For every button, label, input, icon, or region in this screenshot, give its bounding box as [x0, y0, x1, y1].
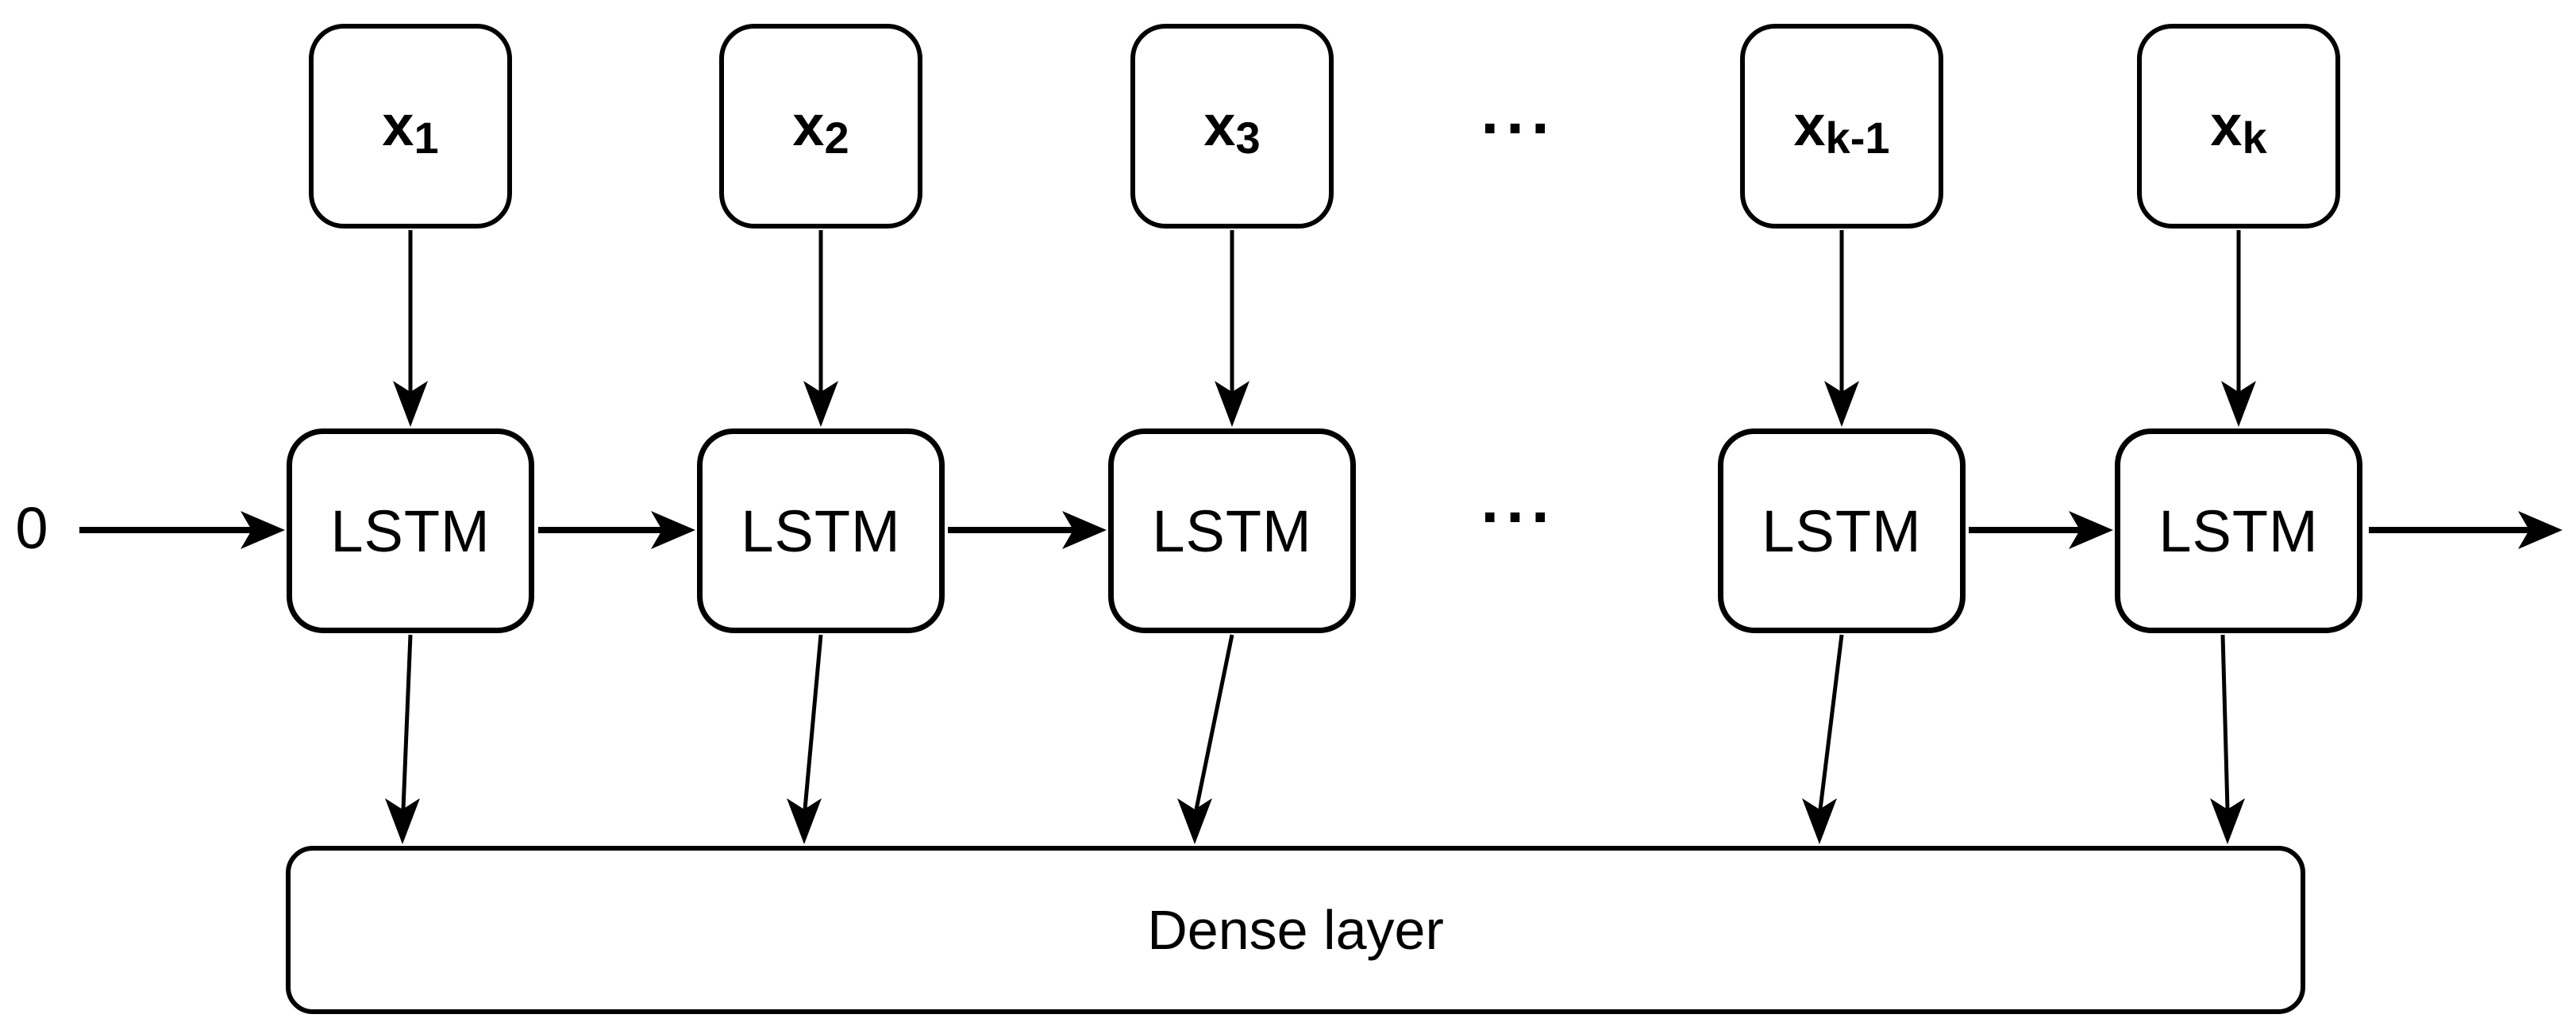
arrow-lstm2-to-dense	[787, 634, 823, 844]
arrow-lstm4-to-lstm5	[1969, 511, 2113, 549]
lstm-label: LSTM	[1152, 498, 1312, 564]
arrow-lstm5-output	[2369, 511, 2563, 549]
arrow-lstm4-to-dense	[1802, 634, 1844, 844]
ellipsis-middle: ...	[1481, 464, 1557, 536]
lstm-box-4: LSTM	[1718, 428, 1966, 633]
input-label-main: x	[1793, 94, 1826, 158]
dense-layer-label: Dense layer	[1147, 899, 1444, 961]
input-label-main: x	[792, 94, 825, 158]
arrow-x1-to-lstm1	[393, 230, 428, 427]
dense-layer-box: Dense layer	[286, 846, 2305, 1014]
input-label-sub: 2	[824, 113, 849, 163]
lstm-label: LSTM	[330, 498, 491, 564]
arrow-lstm3-to-dense	[1177, 634, 1234, 844]
input-label-sub: 3	[1235, 113, 1261, 163]
lstm-box-5: LSTM	[2115, 428, 2362, 633]
input-label-sub: k	[2242, 113, 2267, 163]
lstm-label: LSTM	[741, 498, 901, 564]
input-label-main: x	[382, 94, 414, 158]
initial-state-label: 0	[15, 495, 48, 561]
arrow-initial-state-to-lstm1	[79, 511, 285, 549]
lstm-box-3: LSTM	[1108, 428, 1356, 633]
arrow-x2-to-lstm2	[803, 230, 838, 427]
arrow-xk-to-lstm5	[2221, 230, 2256, 427]
arrow-x3-to-lstm3	[1215, 230, 1249, 427]
lstm-label: LSTM	[2158, 498, 2319, 564]
arrow-xk-1-to-lstm4	[1824, 230, 1859, 427]
input-label-main: x	[1203, 94, 1236, 158]
arrow-lstm2-to-lstm3	[948, 511, 1107, 549]
input-label-main: x	[2210, 94, 2243, 158]
ellipsis-top: ...	[1481, 75, 1557, 148]
lstm-label: LSTM	[1762, 498, 1922, 564]
arrow-lstm5-to-dense	[2210, 634, 2245, 844]
arrow-lstm1-to-dense	[385, 634, 420, 844]
input-label-sub: 1	[414, 113, 439, 163]
input-label-sub: k-1	[1825, 113, 1890, 163]
arrow-lstm1-to-lstm2	[538, 511, 695, 549]
lstm-box-2: LSTM	[697, 428, 945, 633]
lstm-box-1: LSTM	[287, 428, 534, 633]
